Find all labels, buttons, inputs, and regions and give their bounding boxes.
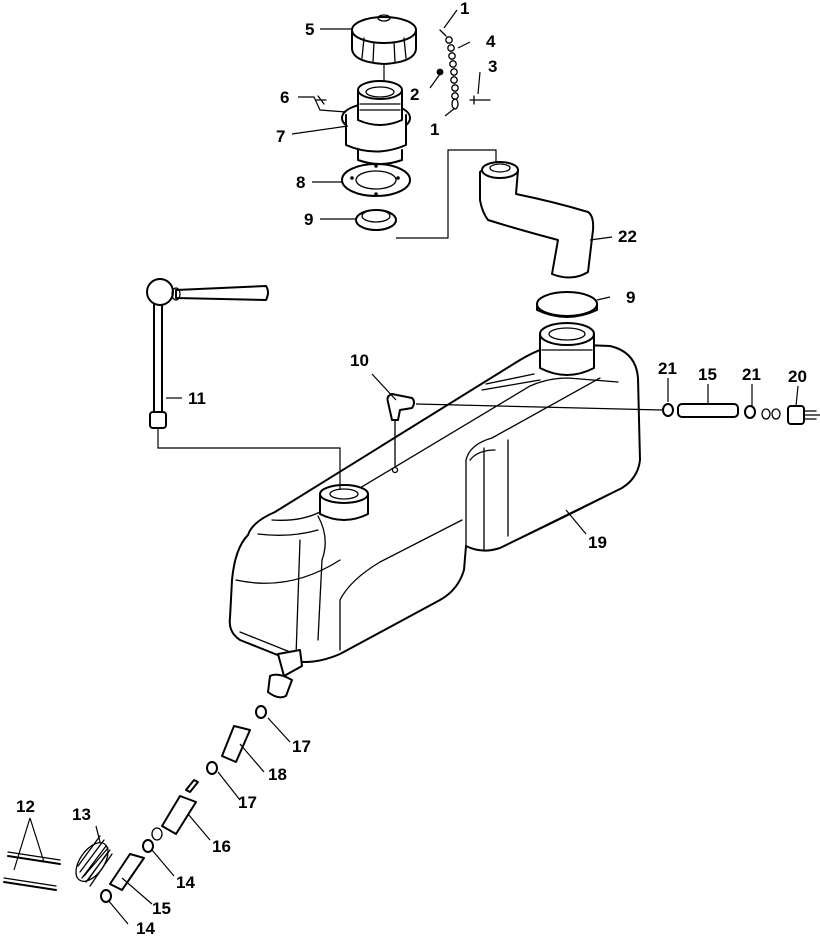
callout-14-lower: 14: [136, 919, 155, 936]
vent-hose: [479, 161, 595, 279]
check-valve: [761, 405, 820, 425]
callout-8: 8: [296, 173, 305, 192]
callout-6: 6: [280, 88, 289, 107]
callout-17-upper: 17: [292, 737, 311, 756]
clamp-17a: [255, 705, 267, 719]
callout-12: 12: [16, 797, 35, 816]
chain-nut: [436, 68, 444, 76]
fuel-filter: [151, 779, 199, 841]
fuel-sender: [146, 278, 269, 429]
callout-11: 11: [188, 389, 206, 408]
callout-4: 4: [486, 32, 496, 51]
callout-5: 5: [305, 20, 314, 39]
gasket: [341, 163, 411, 197]
clamp-14b: [100, 889, 112, 903]
clamp-lower: [536, 291, 598, 318]
callout-21-left: 21: [658, 359, 677, 378]
screw: [315, 95, 327, 105]
elbow-fitting: [386, 393, 415, 474]
clamp-21b: [744, 405, 756, 419]
chain-screw: [469, 95, 491, 105]
fuel-cap: [351, 14, 417, 65]
callout-2: 2: [410, 85, 419, 104]
sender-port: [319, 484, 369, 521]
callout-22: 22: [618, 227, 637, 246]
callout-14-upper: 14: [176, 873, 195, 892]
outlet-fitting: [267, 649, 303, 699]
fuel-hose-15b: [109, 853, 145, 891]
clamp-21a: [662, 403, 674, 417]
callout-18: 18: [268, 765, 287, 784]
callout-19: 19: [588, 533, 607, 552]
clamp-17b: [206, 761, 218, 775]
callout-13: 13: [72, 805, 91, 824]
clamp-upper: [355, 209, 397, 231]
fuel-hose-18: [221, 725, 251, 763]
callout-9-lower: 9: [626, 288, 635, 307]
filler-neck: [341, 80, 411, 165]
tether-chain: [439, 29, 459, 110]
fuel-tank: [228, 343, 641, 663]
callout-3: 3: [488, 57, 497, 76]
callout-1-top: 1: [460, 0, 469, 18]
callout-21-right: 21: [742, 365, 761, 384]
clamp-14a: [142, 839, 154, 853]
callout-10: 10: [350, 351, 369, 370]
spring: [75, 835, 113, 887]
callout-17-lower: 17: [238, 793, 257, 812]
straps: [3, 851, 61, 891]
callout-15-right: 15: [698, 365, 717, 384]
tank-filler-neck: [539, 322, 595, 376]
callout-9-upper: 9: [304, 210, 313, 229]
callout-20: 20: [788, 367, 807, 386]
callout-16: 16: [212, 837, 231, 856]
vent-hose-15: [677, 403, 739, 418]
callout-7: 7: [276, 127, 285, 146]
callout-1-lower: 1: [430, 120, 439, 139]
callout-15-lower: 15: [152, 899, 171, 918]
